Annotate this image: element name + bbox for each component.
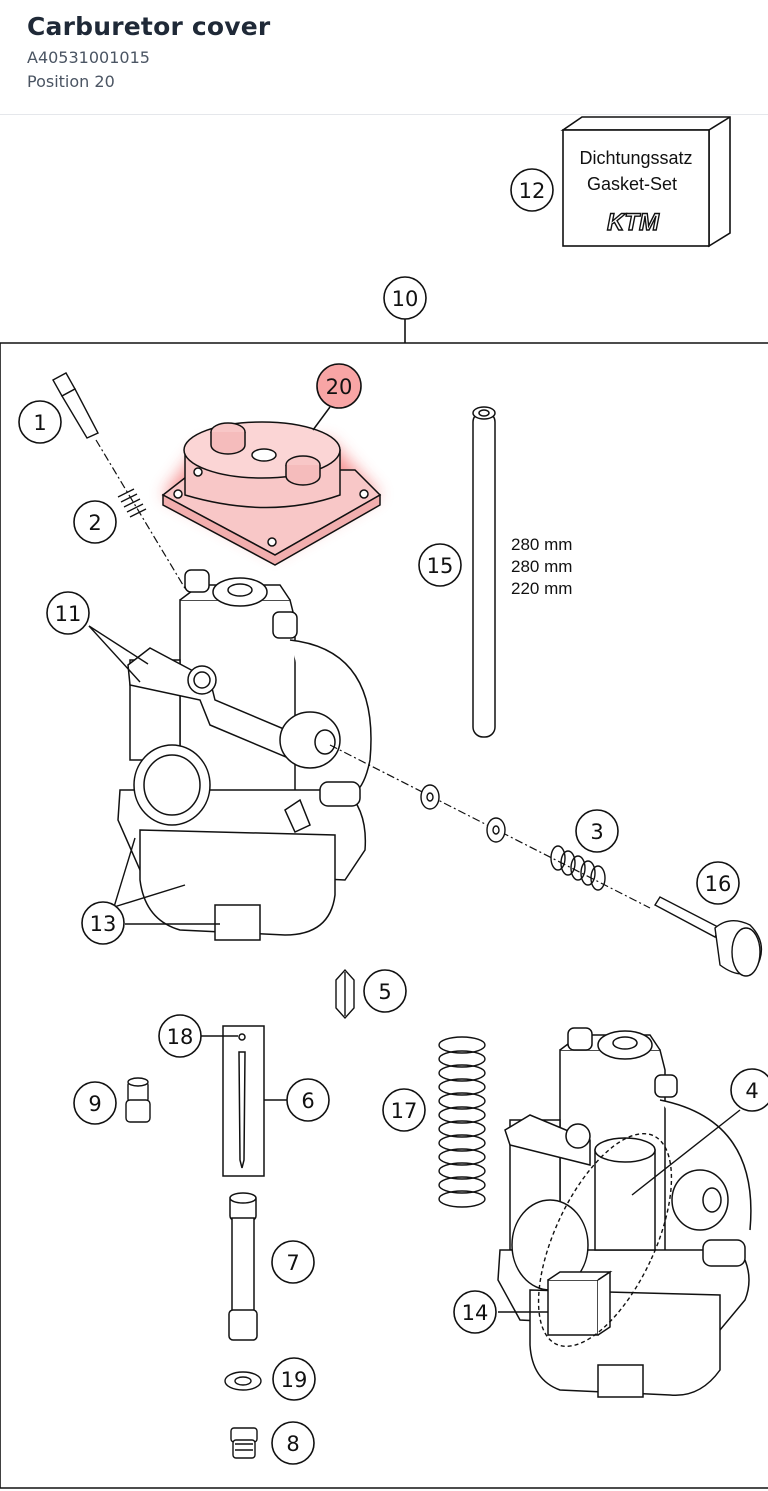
hose-length-3: 220 mm [511,579,572,598]
hose[interactable] [472,406,496,738]
carburetor-body[interactable] [117,569,372,941]
exploded-diagram: Dichtungssatz Gasket-Set KTM [0,116,768,1489]
ktm-logo: KTM [607,209,660,236]
part-number: A40531001015 [27,48,150,67]
callout-17: 17 [391,1099,418,1123]
callout-6: 6 [301,1089,314,1113]
callout-13: 13 [90,912,117,936]
callout-11: 11 [55,602,82,626]
gasket-box-line2: Gasket-Set [587,174,677,194]
gasket-set-box[interactable] [560,116,731,248]
main-jet[interactable] [230,1427,258,1459]
part-position: Position 20 [27,72,115,91]
callout-10: 10 [392,287,419,311]
throttle-spring[interactable] [438,1036,486,1208]
screw[interactable] [52,372,99,439]
gasket-box-line1: Dichtungssatz [579,148,692,168]
callout-18: 18 [167,1025,194,1049]
carburetor-cover-highlight[interactable] [161,363,382,566]
callout-1: 1 [33,411,46,435]
callout-9: 9 [88,1092,101,1116]
cutaway-outline [537,1132,673,1348]
carburetor-body-cutaway[interactable] [497,1027,752,1398]
part-header: Carburetor cover A40531001015 Position 2… [0,0,768,115]
hose-length-2: 280 mm [511,557,572,576]
jet-needle-box[interactable] [222,1025,265,1177]
idle-screw[interactable] [654,896,763,977]
callout-20[interactable]: 20 [326,375,353,399]
callout-5: 5 [378,980,391,1004]
float-needle[interactable] [335,968,355,1020]
jet-washer[interactable] [224,1371,262,1391]
callout-circles [18,168,768,1465]
callout-14: 14 [462,1301,489,1325]
callout-3: 3 [590,820,603,844]
callout-16: 16 [705,872,732,896]
callout-8: 8 [286,1432,299,1456]
idle-spring[interactable] [550,845,606,891]
needle-jet[interactable] [228,1192,258,1341]
screw-spring[interactable] [117,488,147,518]
callout-12: 12 [519,179,546,203]
callout-15: 15 [427,554,454,578]
assembly-bracket [0,318,768,1489]
screw-axis-line [95,439,187,591]
hose-length-1: 280 mm [511,535,572,554]
callout-2: 2 [88,511,101,535]
callout-19: 19 [281,1368,308,1392]
washers[interactable] [420,784,506,843]
callout-7: 7 [286,1251,299,1275]
leader-lines [88,625,741,1313]
idle-jet[interactable] [125,1077,151,1123]
callout-4: 4 [745,1079,758,1103]
part-title: Carburetor cover [27,12,271,41]
